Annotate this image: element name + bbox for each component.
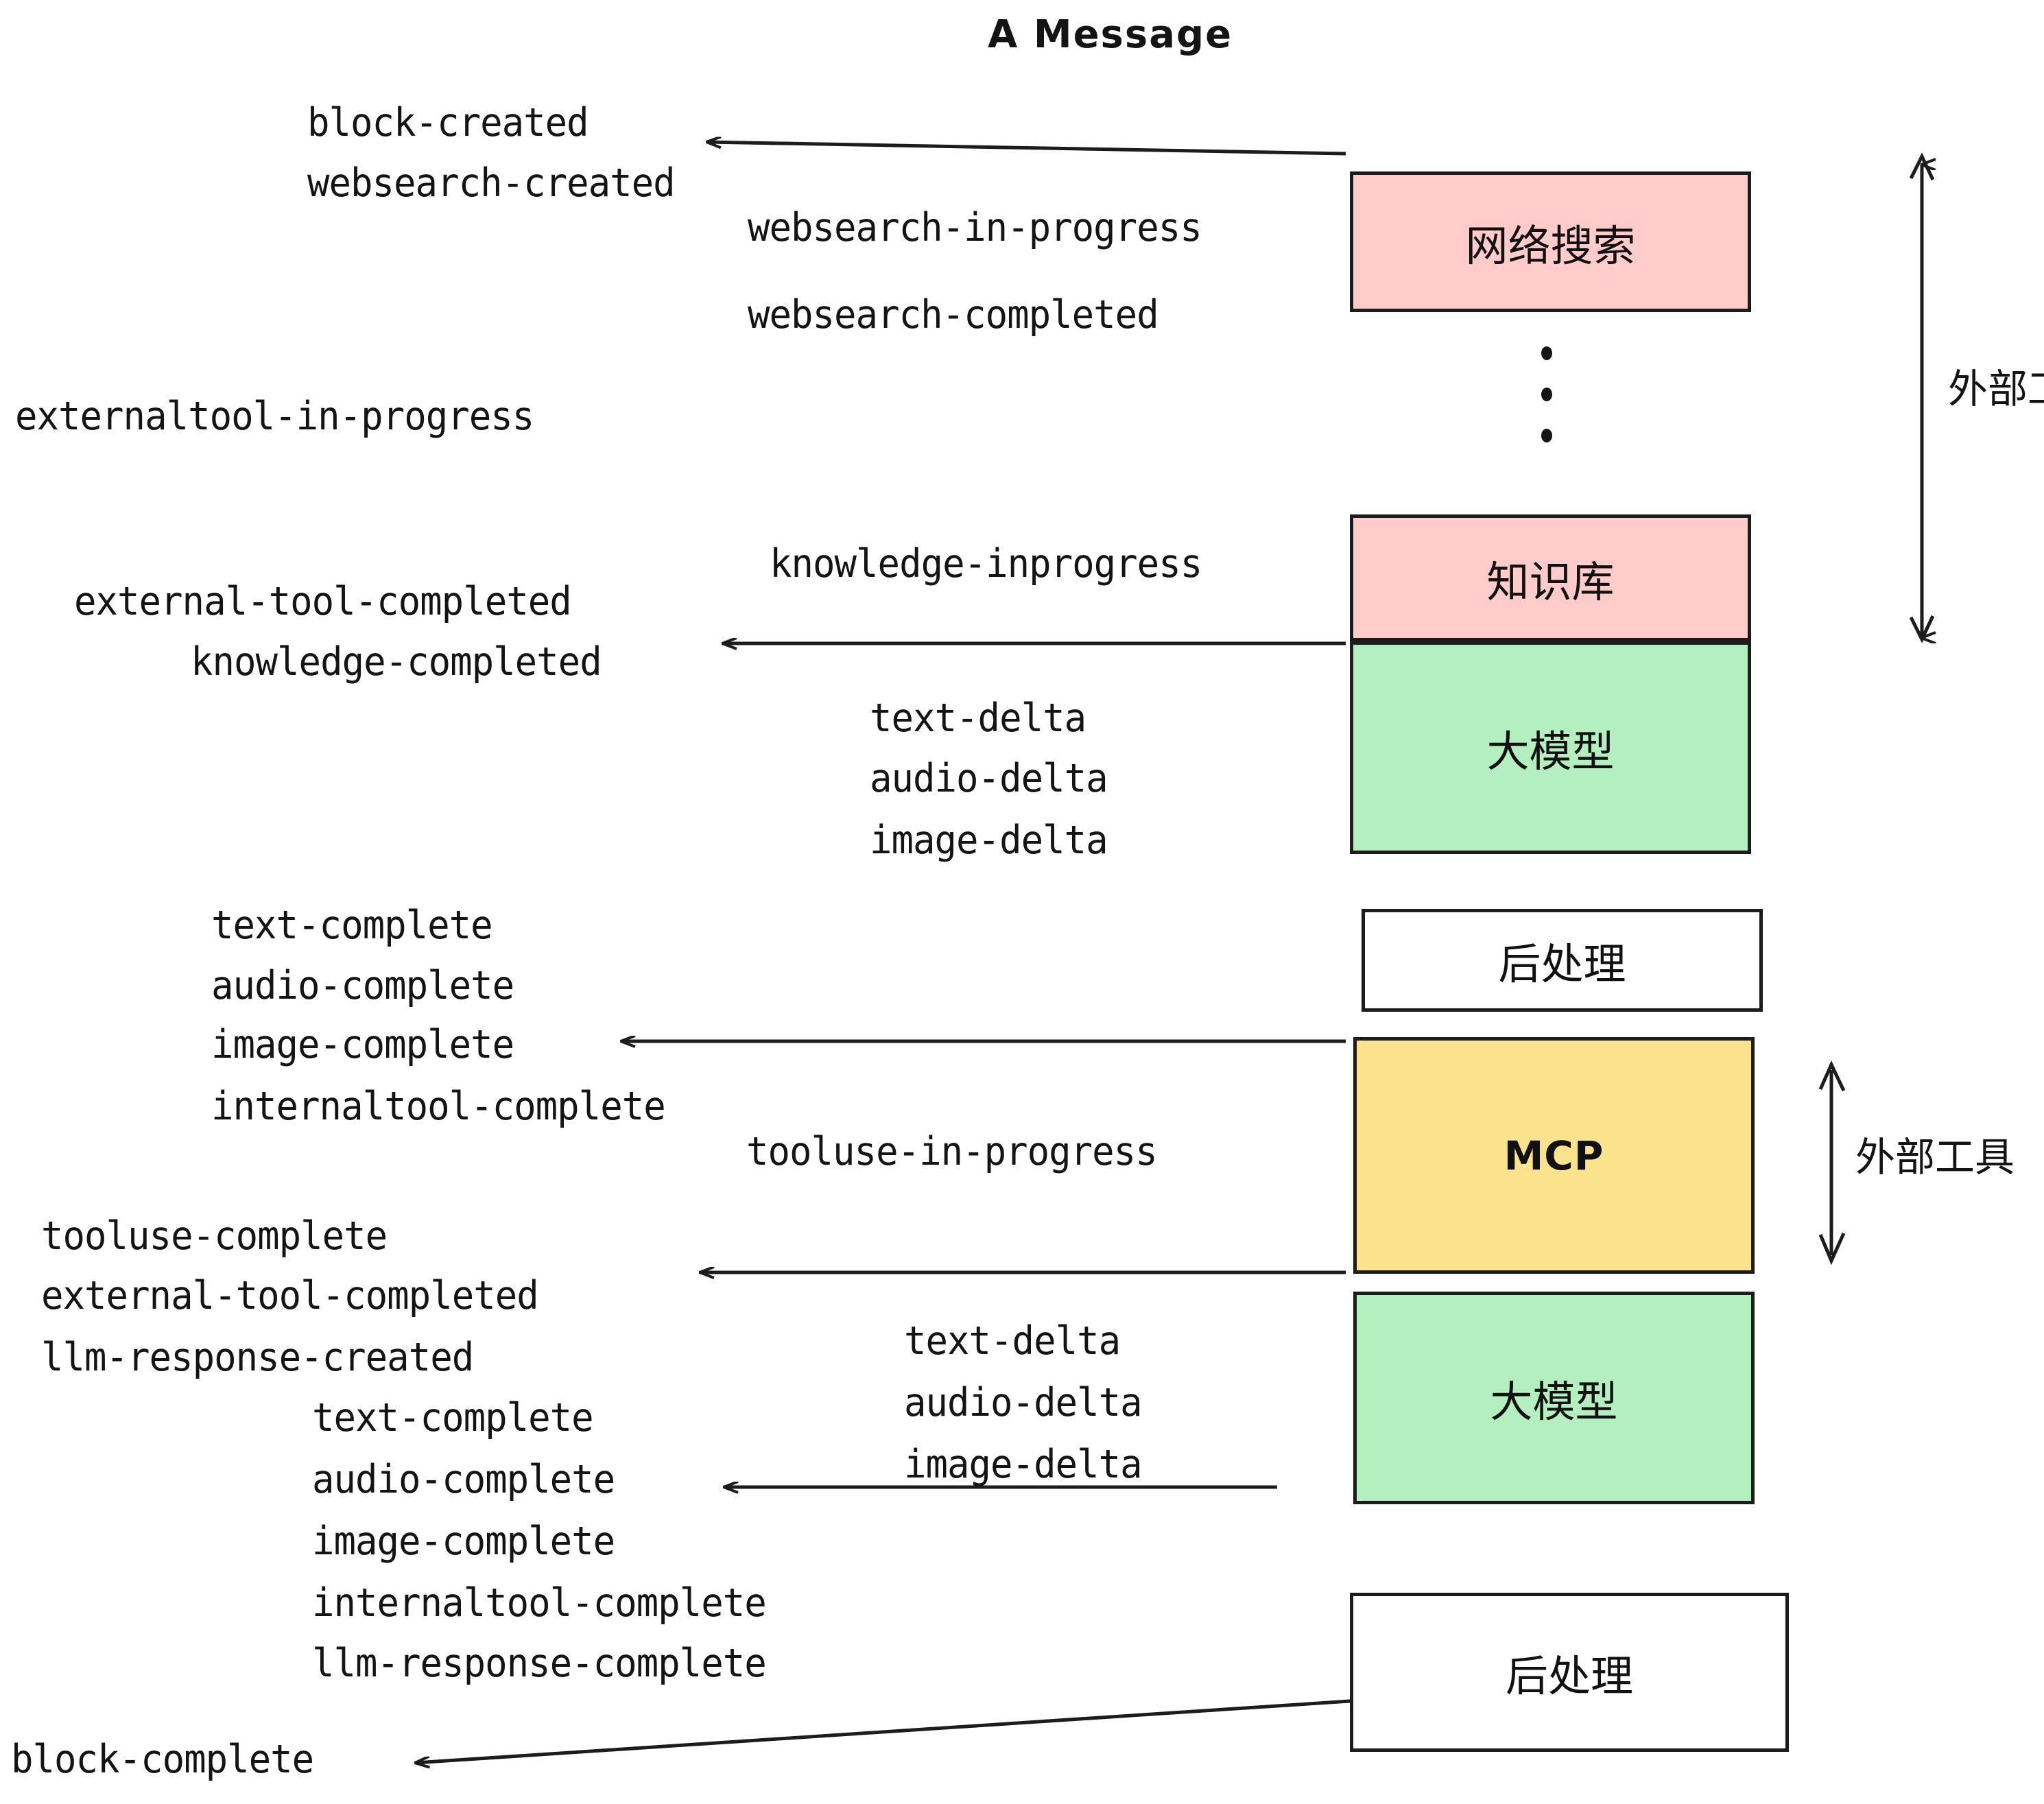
event-block-created: block-created [307,99,589,145]
event-external-tool-completed-1: external-tool-completed [74,578,572,624]
event-image-complete-1: image-complete [211,1021,514,1067]
box-label: 大模型 [1490,1377,1618,1427]
event-text-delta-2: text-delta [904,1318,1121,1364]
event-text-complete-1: text-complete [211,902,493,948]
box-postprocess-2[interactable]: 后处理 [1350,1593,1789,1752]
label-external-tools-bottom: 外部工具 [1855,1134,2015,1180]
box-label: MCP [1504,1132,1604,1179]
box-llm-2[interactable]: 大模型 [1353,1292,1755,1504]
box-web-search[interactable]: 网络搜索 [1350,171,1751,312]
event-internaltool-complete-2: internaltool-complete [312,1580,767,1626]
event-knowledge-inprogress: knowledge-inprogress [770,541,1202,586]
event-audio-delta-1: audio-delta [870,755,1108,801]
dot-1 [1541,346,1552,360]
event-llm-response-complete: llm-response-complete [312,1640,767,1686]
page-title: A Message [988,12,1233,57]
arrowhead-external-tools-bottom-down-glyph [1818,1232,1846,1266]
box-mcp[interactable]: MCP [1353,1037,1755,1274]
event-tooluse-in-progress: tooluse-in-progress [746,1128,1158,1174]
arrowhead-external-tools-top-down-glyph [1909,615,1935,643]
event-knowledge-completed: knowledge-completed [191,639,602,685]
box-postprocess-1[interactable]: 后处理 [1362,909,1763,1012]
arrowhead-external-tools-top-up-glyph [1909,152,1935,181]
arrowhead-external-tools-bottom-up-glyph [1818,1060,1846,1092]
box-knowledge-base[interactable]: 知识库 [1350,514,1751,641]
event-llm-response-created: llm-response-created [41,1334,474,1380]
arrow-websearch-created [706,142,1346,156]
arrow-block-complete [415,1699,1351,1763]
event-websearch-created: websearch-created [307,160,676,206]
event-image-delta-1: image-delta [870,817,1108,863]
event-block-complete: block-complete [11,1736,314,1782]
box-label: 后处理 [1498,939,1626,989]
event-websearch-completed: websearch-completed [748,292,1159,337]
dot-2 [1541,388,1552,401]
event-internaltool-complete-1: internaltool-complete [211,1083,666,1129]
event-audio-complete-1: audio-complete [211,962,514,1008]
event-image-complete-2: image-complete [312,1518,615,1564]
event-audio-complete-2: audio-complete [312,1456,615,1502]
dot-3 [1541,429,1552,442]
event-externaltool-in-progress: externaltool-in-progress [15,393,534,439]
event-external-tool-completed-2: external-tool-completed [41,1272,539,1318]
box-label: 后处理 [1505,1651,1633,1701]
box-label: 大模型 [1486,726,1615,776]
label-external-tools-top: 外部工具 [1948,366,2044,412]
box-llm-1[interactable]: 大模型 [1350,641,1751,854]
event-tooluse-complete: tooluse-complete [41,1213,388,1259]
vertical-ellipsis [1541,346,1552,470]
event-text-delta-1: text-delta [870,695,1086,741]
event-audio-delta-2: audio-delta [904,1379,1143,1425]
box-label: 知识库 [1486,556,1615,607]
box-label: 网络搜索 [1465,220,1636,271]
event-text-complete-2: text-complete [312,1394,594,1440]
event-websearch-in-progress: websearch-in-progress [748,204,1202,250]
event-image-delta-2: image-delta [904,1441,1143,1487]
